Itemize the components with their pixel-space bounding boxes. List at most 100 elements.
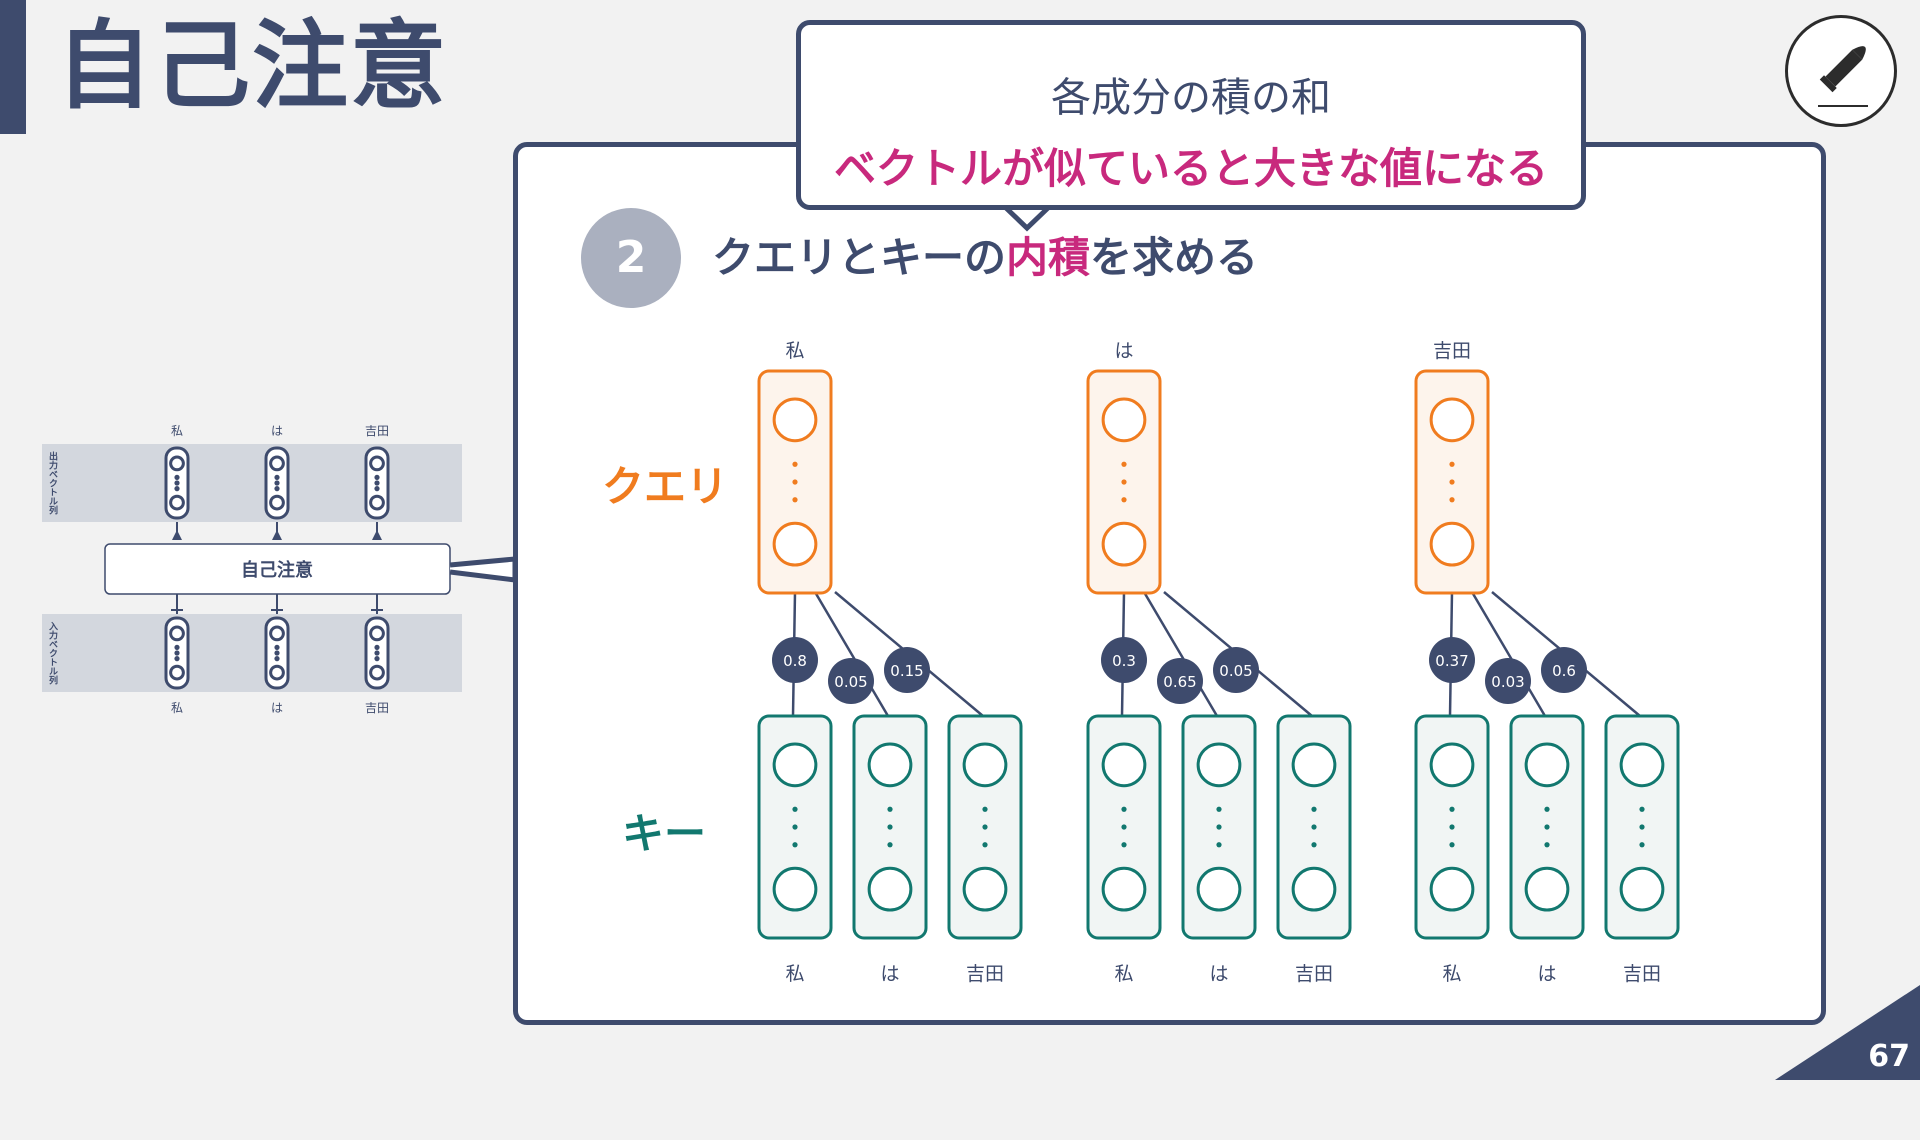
score-badge (1541, 647, 1587, 693)
overview-output-vector (164, 446, 190, 520)
ellipsis-dot (982, 842, 988, 848)
step-heading-post: を求める (1090, 233, 1259, 282)
ellipsis-dot (982, 806, 988, 812)
ellipsis-dot (174, 474, 180, 480)
vector-element-circle (1524, 742, 1570, 788)
key-vector (1276, 714, 1352, 940)
ellipsis-dot (1216, 806, 1222, 812)
vector-element-circle (269, 494, 285, 511)
step-number-badge: 2 (581, 208, 681, 308)
score-value: 0.65 (1163, 673, 1196, 691)
ellipsis-dot (374, 656, 380, 662)
attention-diagram: 私私は吉田0.80.050.15は私は吉田0.30.650.05吉田私は吉田0.… (757, 340, 1680, 985)
overview-output-token: は (271, 424, 283, 438)
vector-element-circle (1619, 866, 1665, 912)
key-vector (947, 714, 1023, 940)
key-row-label: キー (622, 809, 707, 858)
vector-element-circle (1429, 397, 1475, 443)
vector-element-circle (772, 866, 818, 912)
ellipsis-dot (1544, 824, 1550, 830)
similarity-edge (1142, 591, 1219, 717)
ellipsis-dot (1449, 824, 1455, 830)
similarity-edge (1470, 591, 1547, 717)
overview-input-token: 吉田 (365, 701, 389, 715)
step-heading-highlight: 内積 (1006, 233, 1091, 282)
overview-arrow-head (272, 530, 282, 540)
overview-input-token: は (271, 701, 283, 715)
ellipsis-dot (1311, 824, 1317, 830)
score-badge (1101, 637, 1147, 683)
key-vector (1414, 714, 1490, 940)
overview-output-token: 吉田 (365, 424, 389, 438)
step-heading: クエリとキーの内積を求める (712, 228, 1258, 288)
output-band (42, 444, 462, 522)
vector-element-circle (772, 521, 818, 567)
vector-element-circle (269, 625, 285, 642)
ellipsis-dot (174, 644, 180, 650)
vector-element-circle (1196, 742, 1242, 788)
ellipsis-dot (792, 824, 798, 830)
ellipsis-dot (1121, 842, 1127, 848)
vector-element-circle (962, 866, 1008, 912)
overview-output-vector (264, 446, 290, 520)
key-token-label: は (1209, 963, 1228, 985)
key-vector (852, 714, 928, 940)
self-attention-block-label: 自己注意 (241, 559, 313, 581)
key-vector (1604, 714, 1680, 940)
score-badge (772, 637, 818, 683)
ellipsis-dot (174, 486, 180, 492)
output-band-label: 出力ベクトル列 (47, 450, 58, 515)
vector-element-circle (1429, 521, 1475, 567)
overview-input-vector (364, 616, 390, 690)
ellipsis-dot (1544, 842, 1550, 848)
ellipsis-dot (982, 824, 988, 830)
overview-output-token: 私 (171, 424, 183, 438)
vector-element-circle (1101, 397, 1147, 443)
vector-element-circle (1619, 742, 1665, 788)
ellipsis-dot (1639, 824, 1645, 830)
ellipsis-dot (792, 497, 798, 503)
key-vector (1181, 714, 1257, 940)
score-value: 0.3 (1112, 652, 1136, 670)
step-heading-pre: クエリとキーの (712, 233, 1007, 282)
vector-element-circle (962, 742, 1008, 788)
score-badge (1157, 658, 1203, 704)
vector-element-circle (269, 455, 285, 472)
vector-element-circle (1524, 866, 1570, 912)
key-token-label: 吉田 (1623, 963, 1661, 985)
query-group: 私私は吉田0.80.050.15 (757, 340, 1023, 985)
ellipsis-dot (1639, 806, 1645, 812)
ellipsis-dot (1216, 824, 1222, 830)
vector-element-circle (1101, 742, 1147, 788)
score-badge (1213, 647, 1259, 693)
ellipsis-dot (792, 842, 798, 848)
query-row-label: クエリ (602, 462, 729, 511)
vector-element-circle (369, 664, 385, 681)
query-token-label: 吉田 (1433, 340, 1471, 362)
ellipsis-dot (1311, 806, 1317, 812)
ellipsis-dot (274, 656, 280, 662)
query-vector (1086, 369, 1162, 595)
key-token-label: 私 (785, 963, 804, 985)
vector-element-circle (169, 664, 185, 681)
score-value: 0.37 (1435, 652, 1468, 670)
key-token-label: 私 (1442, 963, 1461, 985)
vector-element-circle (867, 866, 913, 912)
vector-element-circle (169, 625, 185, 642)
ellipsis-dot (887, 842, 893, 848)
page-corner: 67 (1775, 985, 1920, 1080)
vector-element-circle (1291, 866, 1337, 912)
ellipsis-dot (274, 644, 280, 650)
ellipsis-dot (274, 650, 280, 656)
ellipsis-dot (374, 486, 380, 492)
vector-element-circle (1101, 866, 1147, 912)
similarity-edge (813, 591, 890, 717)
vector-element-circle (1429, 742, 1475, 788)
callout-line1: 各成分の積の和 (1051, 75, 1331, 121)
query-token-label: は (1114, 340, 1133, 362)
ellipsis-dot (1639, 842, 1645, 848)
vector-element-circle (772, 742, 818, 788)
ellipsis-dot (887, 824, 893, 830)
score-badge (828, 658, 874, 704)
ellipsis-dot (174, 480, 180, 486)
